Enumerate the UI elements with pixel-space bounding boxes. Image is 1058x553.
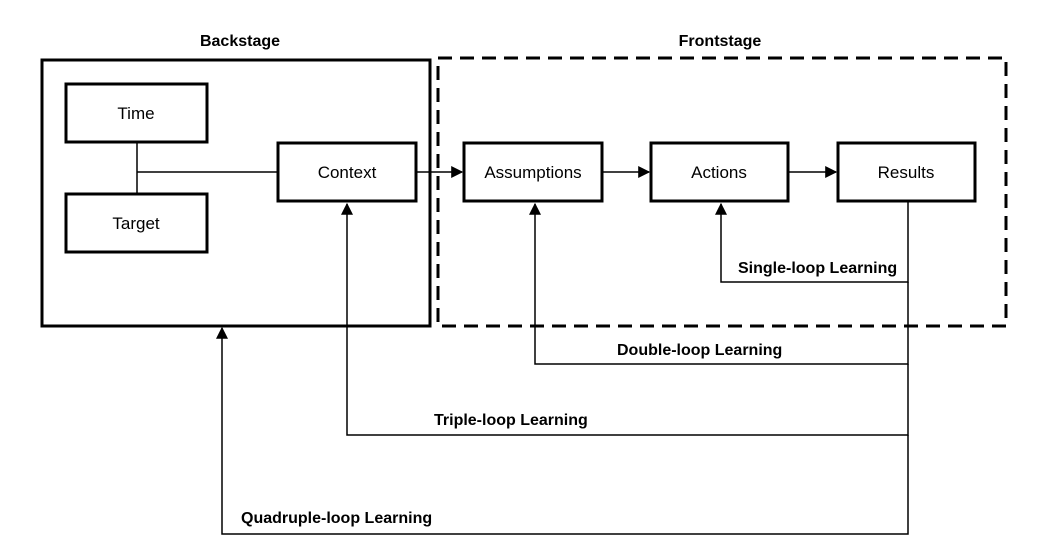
actions-box (649, 141, 790, 203)
results-label: Results (878, 163, 935, 182)
triple-loop-arrow (341, 202, 909, 436)
triple-loop-label: Triple-loop Learning (434, 412, 588, 429)
time-box (64, 82, 209, 144)
actions-label: Actions (691, 163, 747, 182)
target-label: Target (112, 214, 160, 233)
context-label: Context (318, 163, 377, 182)
double-loop-arrow (529, 202, 909, 365)
results-box (836, 141, 977, 203)
assumptions-label: Assumptions (484, 163, 581, 182)
backstage-heading: Backstage (200, 33, 280, 50)
backstage-container (40, 58, 432, 328)
target-box (64, 192, 209, 254)
double-loop-label: Double-loop Learning (617, 342, 782, 359)
assumptions-box (462, 141, 604, 203)
single-loop-arrow (715, 202, 909, 283)
context-box (276, 141, 418, 203)
quadruple-loop-label: Quadruple-loop Learning (241, 510, 432, 527)
quadruple-loop-arrow (216, 326, 909, 535)
single-loop-label: Single-loop Learning (738, 260, 897, 277)
time-label: Time (117, 104, 154, 123)
frontstage-heading: Frontstage (679, 33, 762, 50)
